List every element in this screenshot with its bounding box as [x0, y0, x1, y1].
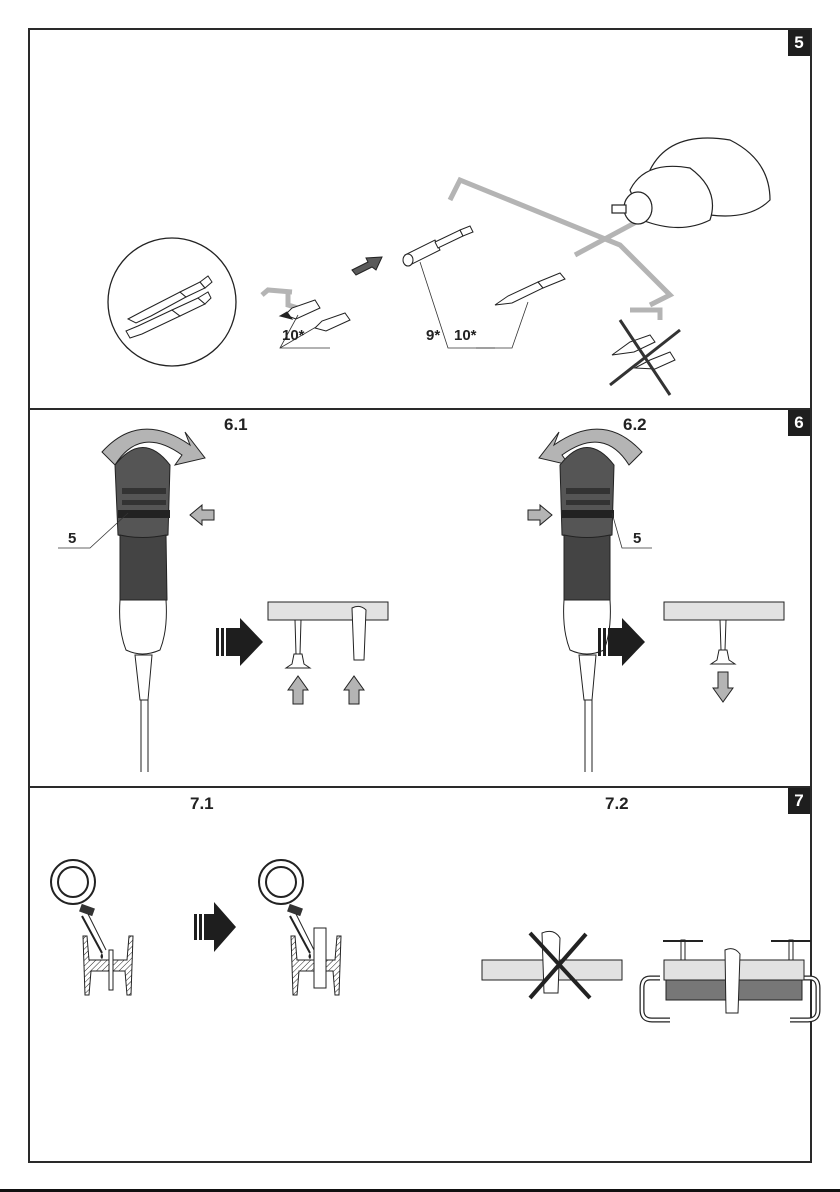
clamped-board	[639, 939, 821, 1023]
figure-5: 5	[30, 30, 810, 408]
oil-can-and-beam-drilling	[258, 859, 342, 996]
callout-9: 9*	[426, 327, 441, 344]
drill-forward	[58, 428, 215, 772]
figure-6-illustration	[58, 428, 785, 772]
path-guide-lines	[260, 176, 675, 320]
next-step-arrow	[194, 902, 236, 952]
callout-5: 5	[68, 530, 77, 547]
push-up-arrow	[287, 675, 309, 705]
callout-10-right: 10*	[454, 327, 477, 344]
drill-bit	[351, 605, 367, 661]
subfigure-title: 6.2	[623, 415, 647, 434]
oil-can-and-beam	[50, 859, 134, 996]
page-frame: 5	[28, 28, 821, 1163]
screwdriver-bits	[278, 272, 566, 332]
push-up-arrow	[343, 675, 365, 705]
direction-arrow	[216, 618, 263, 666]
figure-7: 7 7.1 7.2	[30, 788, 821, 1161]
figure-number-badge: 5	[788, 30, 810, 56]
screw	[284, 619, 312, 669]
callout-5: 5	[633, 530, 642, 547]
figure-6: 6 6.1 6.2	[30, 410, 810, 786]
figure-number-badge: 7	[788, 788, 810, 814]
magnifier-circle	[107, 237, 237, 367]
subfigure-title: 7.2	[605, 794, 629, 813]
subfigure-title: 6.1	[224, 415, 248, 434]
wood-board	[267, 601, 389, 621]
pull-down-arrow	[712, 671, 734, 703]
drill-reverse	[527, 428, 652, 772]
section-divider	[30, 408, 810, 410]
direction-arrow	[598, 618, 645, 666]
figure-5-illustration	[107, 137, 771, 396]
figure-number-badge: 6	[788, 410, 810, 436]
section-divider	[30, 786, 810, 788]
figure-7-illustration	[50, 859, 821, 1023]
insert-arrow	[351, 256, 383, 276]
subfigure-title: 7.1	[190, 794, 214, 813]
unclamped-board-crossed	[481, 930, 623, 1000]
wood-board	[663, 601, 785, 621]
incorrect-bits-crossed	[609, 319, 681, 396]
page-bottom-edge	[0, 1189, 840, 1192]
bit-holder	[402, 225, 474, 267]
callout-leaders	[279, 261, 529, 349]
drill-chuck	[611, 137, 771, 229]
screw	[709, 619, 737, 665]
callout-10-left: 10*	[282, 327, 305, 344]
